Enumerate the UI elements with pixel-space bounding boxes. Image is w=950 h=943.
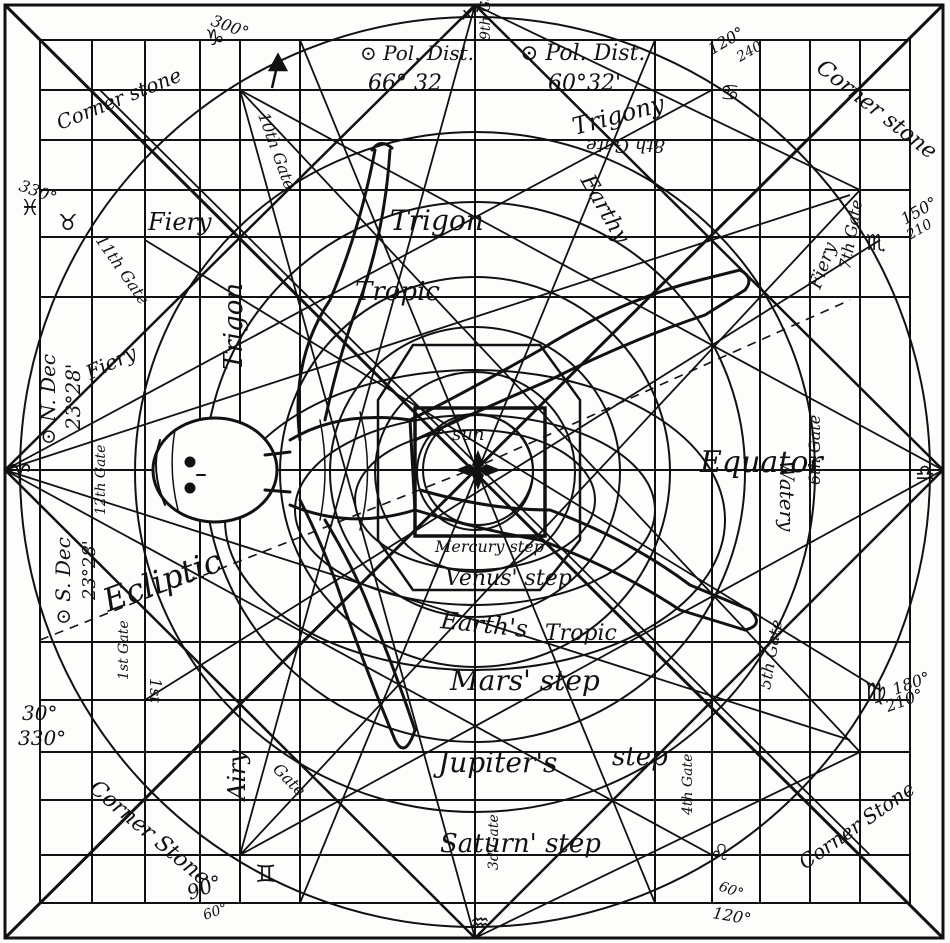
trigon-left-label: Trigon [219,283,249,370]
tropic-top-label: Tropic [355,277,440,307]
s-dec-title: ⊙ S. Dec [51,537,75,625]
n-dec-title: ⊙ N. Dec [36,354,60,445]
deg-210: 210° [882,685,926,716]
fiery-top-label: Fiery [147,208,212,236]
jupiters-step-label: Jupiter's [433,746,557,779]
mercury-step-label: Mercury step [434,537,544,556]
scorpio-icon: ♏ [866,231,886,256]
venus-step-label: Venus' step [445,566,572,591]
pol-dist-right-title: ⊙ Pol. Dist. [520,41,645,66]
tropic-lower-label: Tropic [545,621,617,646]
deg-60b: 60° [717,879,746,903]
cancer-icon: ♋ [720,81,740,106]
gate-6: 6th Gate [805,415,824,485]
pol-dist-left-title: ⊙ Pol. Dist. [360,41,474,65]
gate-4: 4th Gate [680,754,696,816]
sagittarius-icon: ♐ [460,1,480,26]
capricorn-icon: ♑ [205,26,225,51]
pol-dist-right-value: 60°32' [548,71,621,96]
airy-label: Airy [223,750,251,802]
gate-1: 1st Gate [116,620,132,680]
leo-icon: ♌ [710,841,730,866]
virgo-icon: ♍ [865,678,887,706]
corner-stone-bottom-right: Corner Stone [794,776,919,874]
trigon-top-label: Trigon [390,204,484,237]
trigon-right-label: Trigony [569,89,667,140]
deg-120b: 120° [711,903,752,928]
libra-icon: ♎ [915,461,935,486]
mars-step-label: Mars' step [449,664,600,697]
aries-icon: ♈ [8,460,31,490]
s-dec-value: 23°28' [79,540,100,601]
pisces-icon: ♓ [20,196,40,221]
taurus-icon: ♉ [58,211,78,236]
aquarius-icon: ♒ [470,911,490,936]
fiery-label: Fiery [81,340,141,385]
gate-8: 8th Gate [586,135,665,156]
watery-label: Watery [775,460,799,532]
jupiters-step-label-2: step [612,742,668,772]
gate-10: 10th Gate [254,110,299,192]
pol-dist-left-value: 66° 32 [368,71,442,96]
gate-7: 7th Gate [835,198,866,270]
saturn-step-label: Saturn' step [440,829,601,859]
ecliptic-label: Ecliptic [97,542,227,620]
n-dec-value: 23°28' [61,364,85,431]
gate-9: 9th Gate [478,0,494,40]
gemini-icon: ♊ [255,860,277,888]
gate-12: 12th Gate [93,445,109,515]
sun-label: sun [452,424,484,445]
gate-1b: 1st [146,678,165,703]
gate-3: 3d Gate [486,814,502,870]
deg-30: 30° [22,701,57,725]
deg-330b: 330° [18,726,66,750]
